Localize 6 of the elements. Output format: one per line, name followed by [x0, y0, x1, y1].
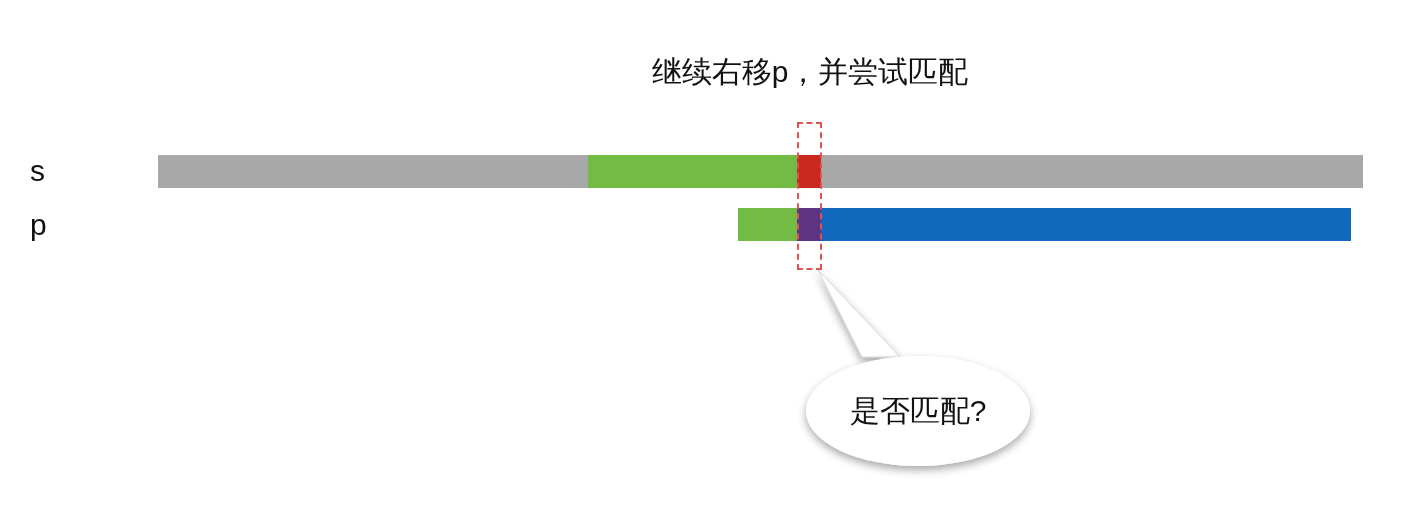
bubble-text: 是否匹配?	[849, 392, 987, 429]
highlight-frame	[797, 122, 822, 270]
string-label: s	[30, 154, 45, 188]
callout-tail	[817, 269, 901, 358]
string-label: p	[30, 208, 47, 242]
title: 继续右移p，并尝试匹配	[650, 54, 970, 90]
